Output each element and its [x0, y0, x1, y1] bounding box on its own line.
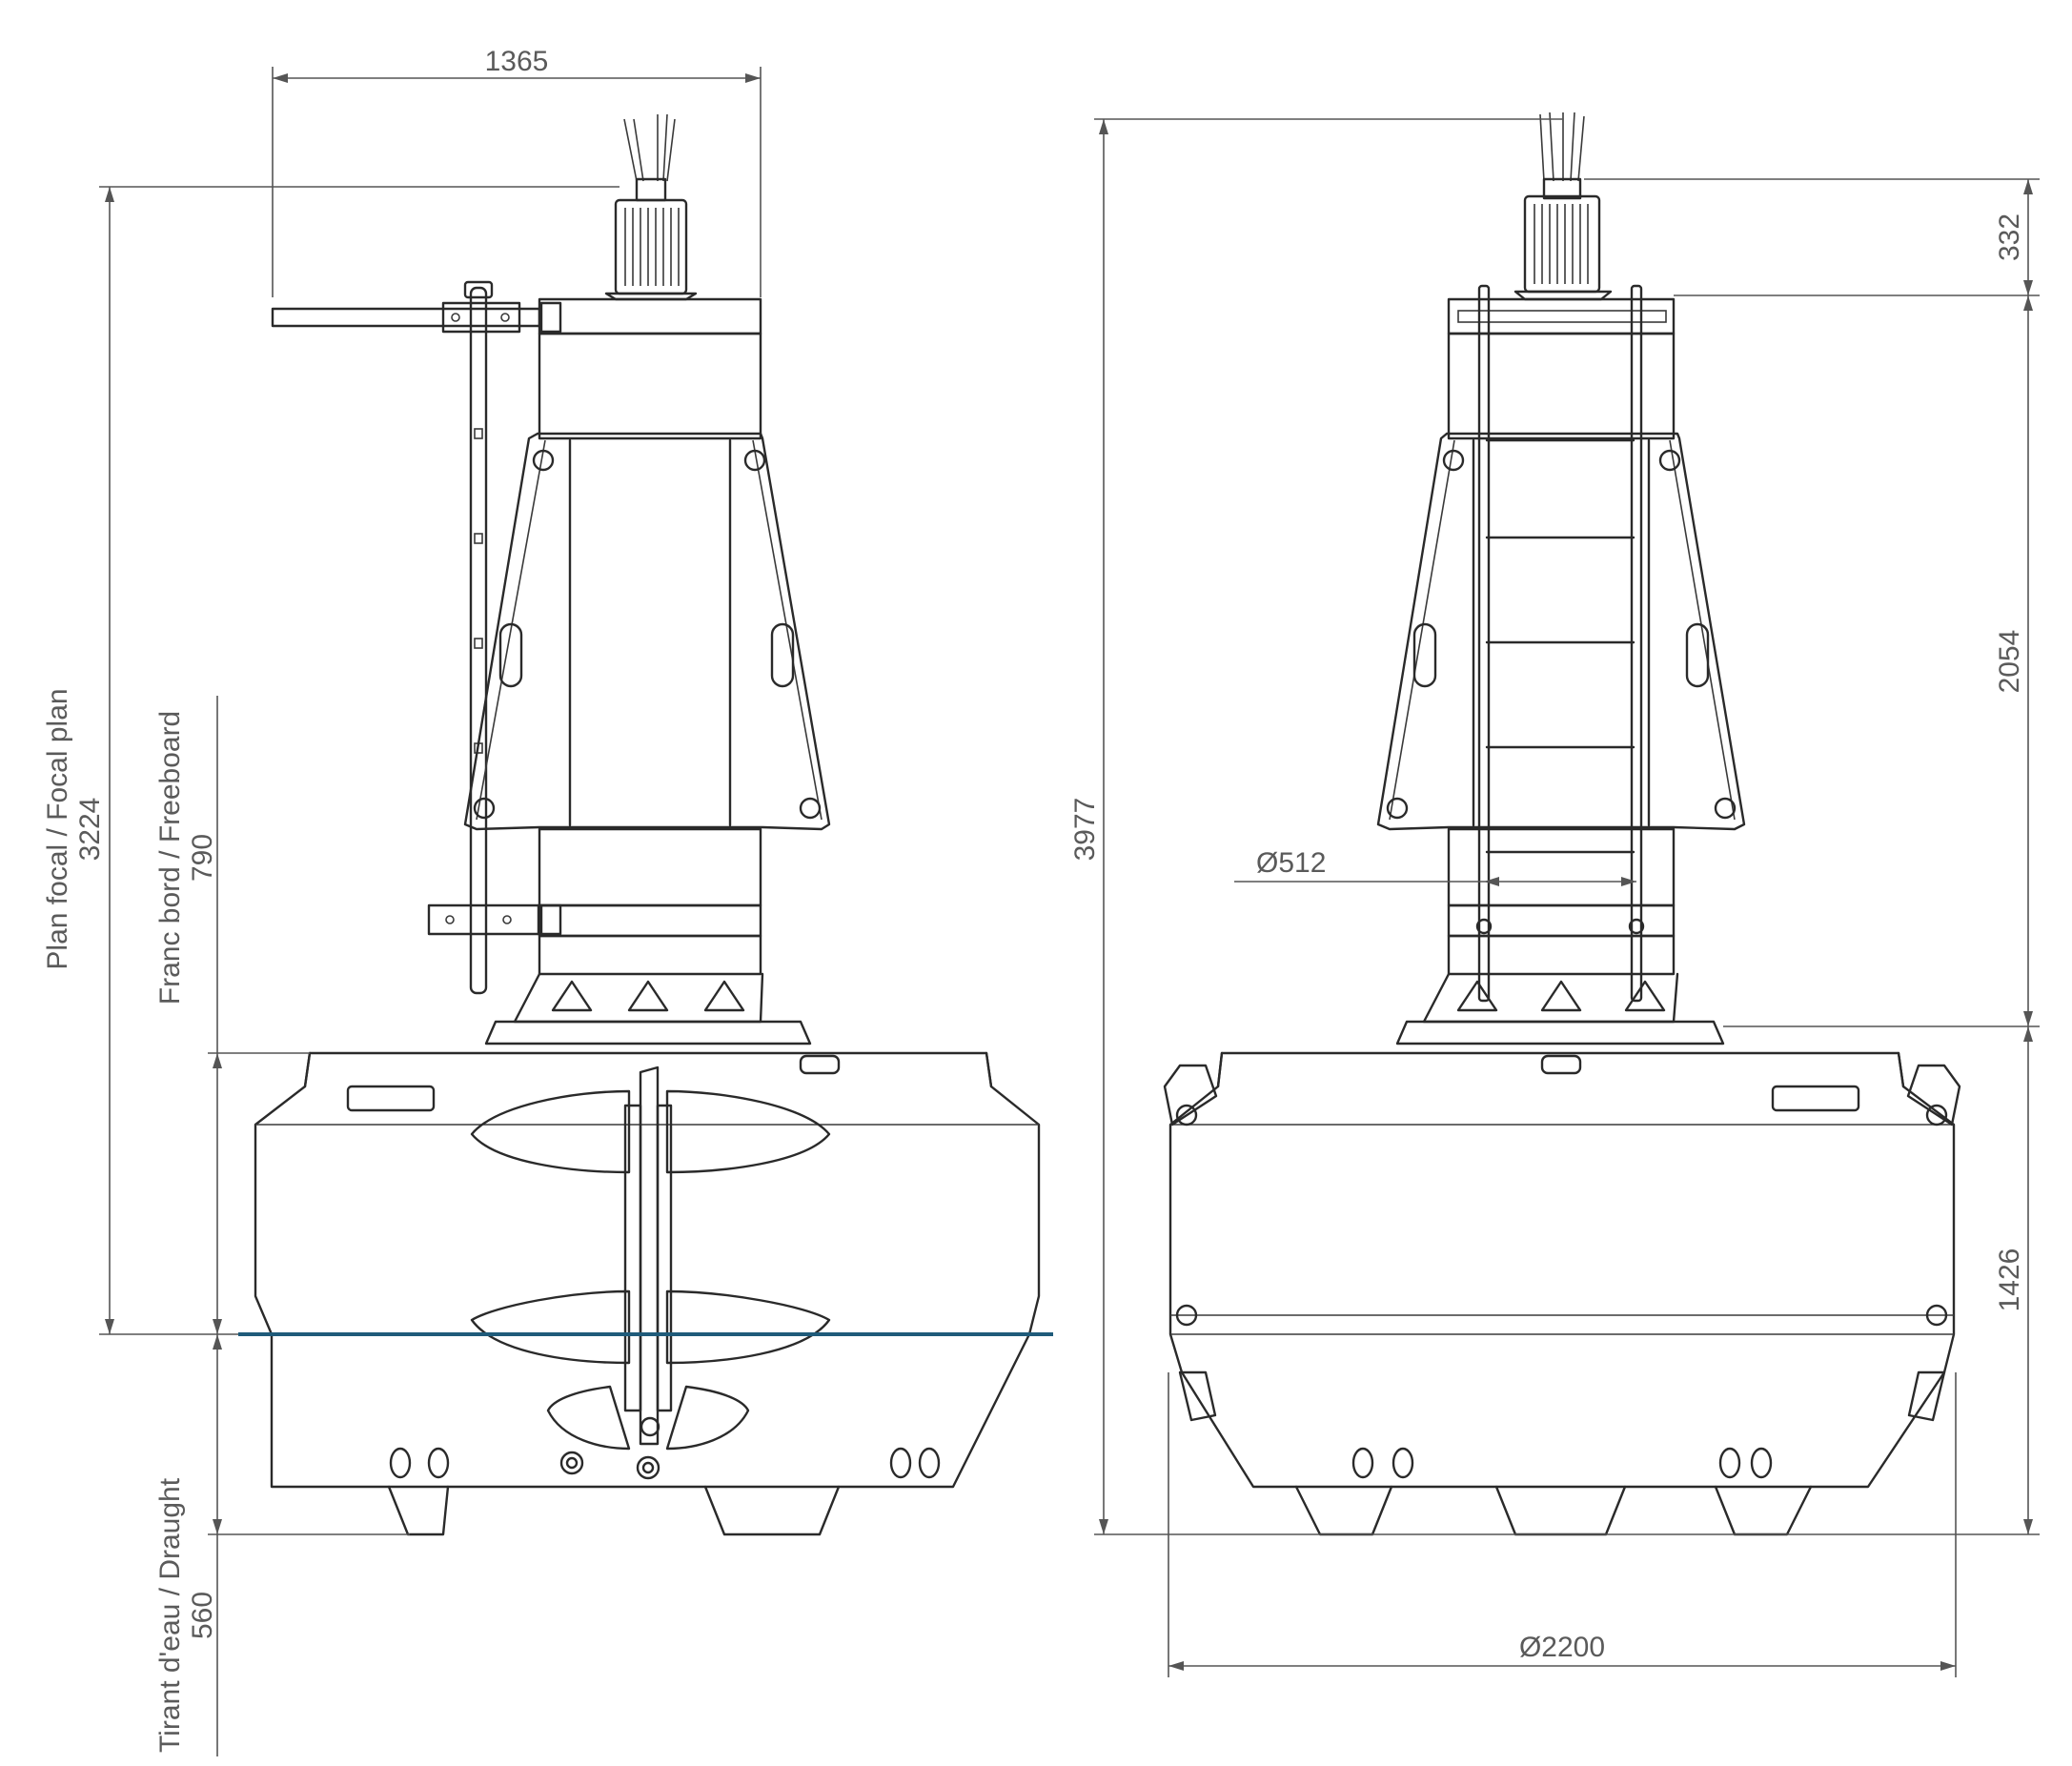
dim-float-value: 1426 [1994, 1248, 2025, 1312]
left-buoy-view [238, 113, 1053, 1536]
dim-draught-value: 560 [187, 1592, 218, 1639]
right-lower-tower [1395, 827, 1725, 1045]
dim-ladder-diameter: Ø512 [1234, 847, 1636, 886]
left-lower-tower [484, 827, 812, 1045]
dim-focal-value: 3224 [74, 798, 106, 862]
dim-draught-label: Tirant d'eau / Draught [154, 1477, 186, 1753]
left-top-cap [538, 297, 762, 335]
right-buoy-view [1163, 112, 1961, 1536]
dim-focal-plane: Plan focal / Focal plan 3224 [42, 186, 620, 1335]
right-daymark [1376, 432, 1746, 831]
dim-total-height-value: 3977 [1069, 798, 1101, 862]
dim-draught: Tirant d'eau / Draught 560 [154, 1334, 410, 1756]
left-daymark [463, 432, 831, 831]
right-top-cap [1447, 297, 1676, 335]
dim-focal-label: Plan focal / Focal plan [42, 688, 73, 969]
dim-freeboard-value: 790 [187, 834, 218, 882]
dim-width-label: 1365 [485, 46, 549, 77]
left-upper-tower [538, 332, 762, 440]
left-antenna [604, 113, 698, 301]
left-float-body [254, 1051, 1041, 1536]
dim-freeboard: Franc bord / Freeboard 790 [154, 696, 310, 1334]
right-float-body [1163, 1051, 1961, 1536]
right-upper-tower [1447, 332, 1676, 440]
dim-width-1365: 1365 [272, 46, 762, 297]
dim-base-diameter-value: Ø2200 [1519, 1632, 1605, 1663]
dim-freeboard-label: Franc bord / Freeboard [154, 711, 186, 1005]
dim-top-value: 332 [1994, 213, 2025, 261]
dim-ladder-diameter-value: Ø512 [1256, 847, 1326, 879]
dim-tower-value: 2054 [1994, 630, 2025, 694]
right-ladder [1475, 284, 1645, 1003]
right-antenna [1513, 112, 1613, 301]
dim-right-stack: 332 2054 1426 [1584, 178, 2040, 1535]
left-side-arm [271, 280, 562, 995]
dim-total-height: 3977 [1069, 118, 1820, 1535]
dim-base-diameter: Ø2200 [1168, 1372, 1957, 1677]
